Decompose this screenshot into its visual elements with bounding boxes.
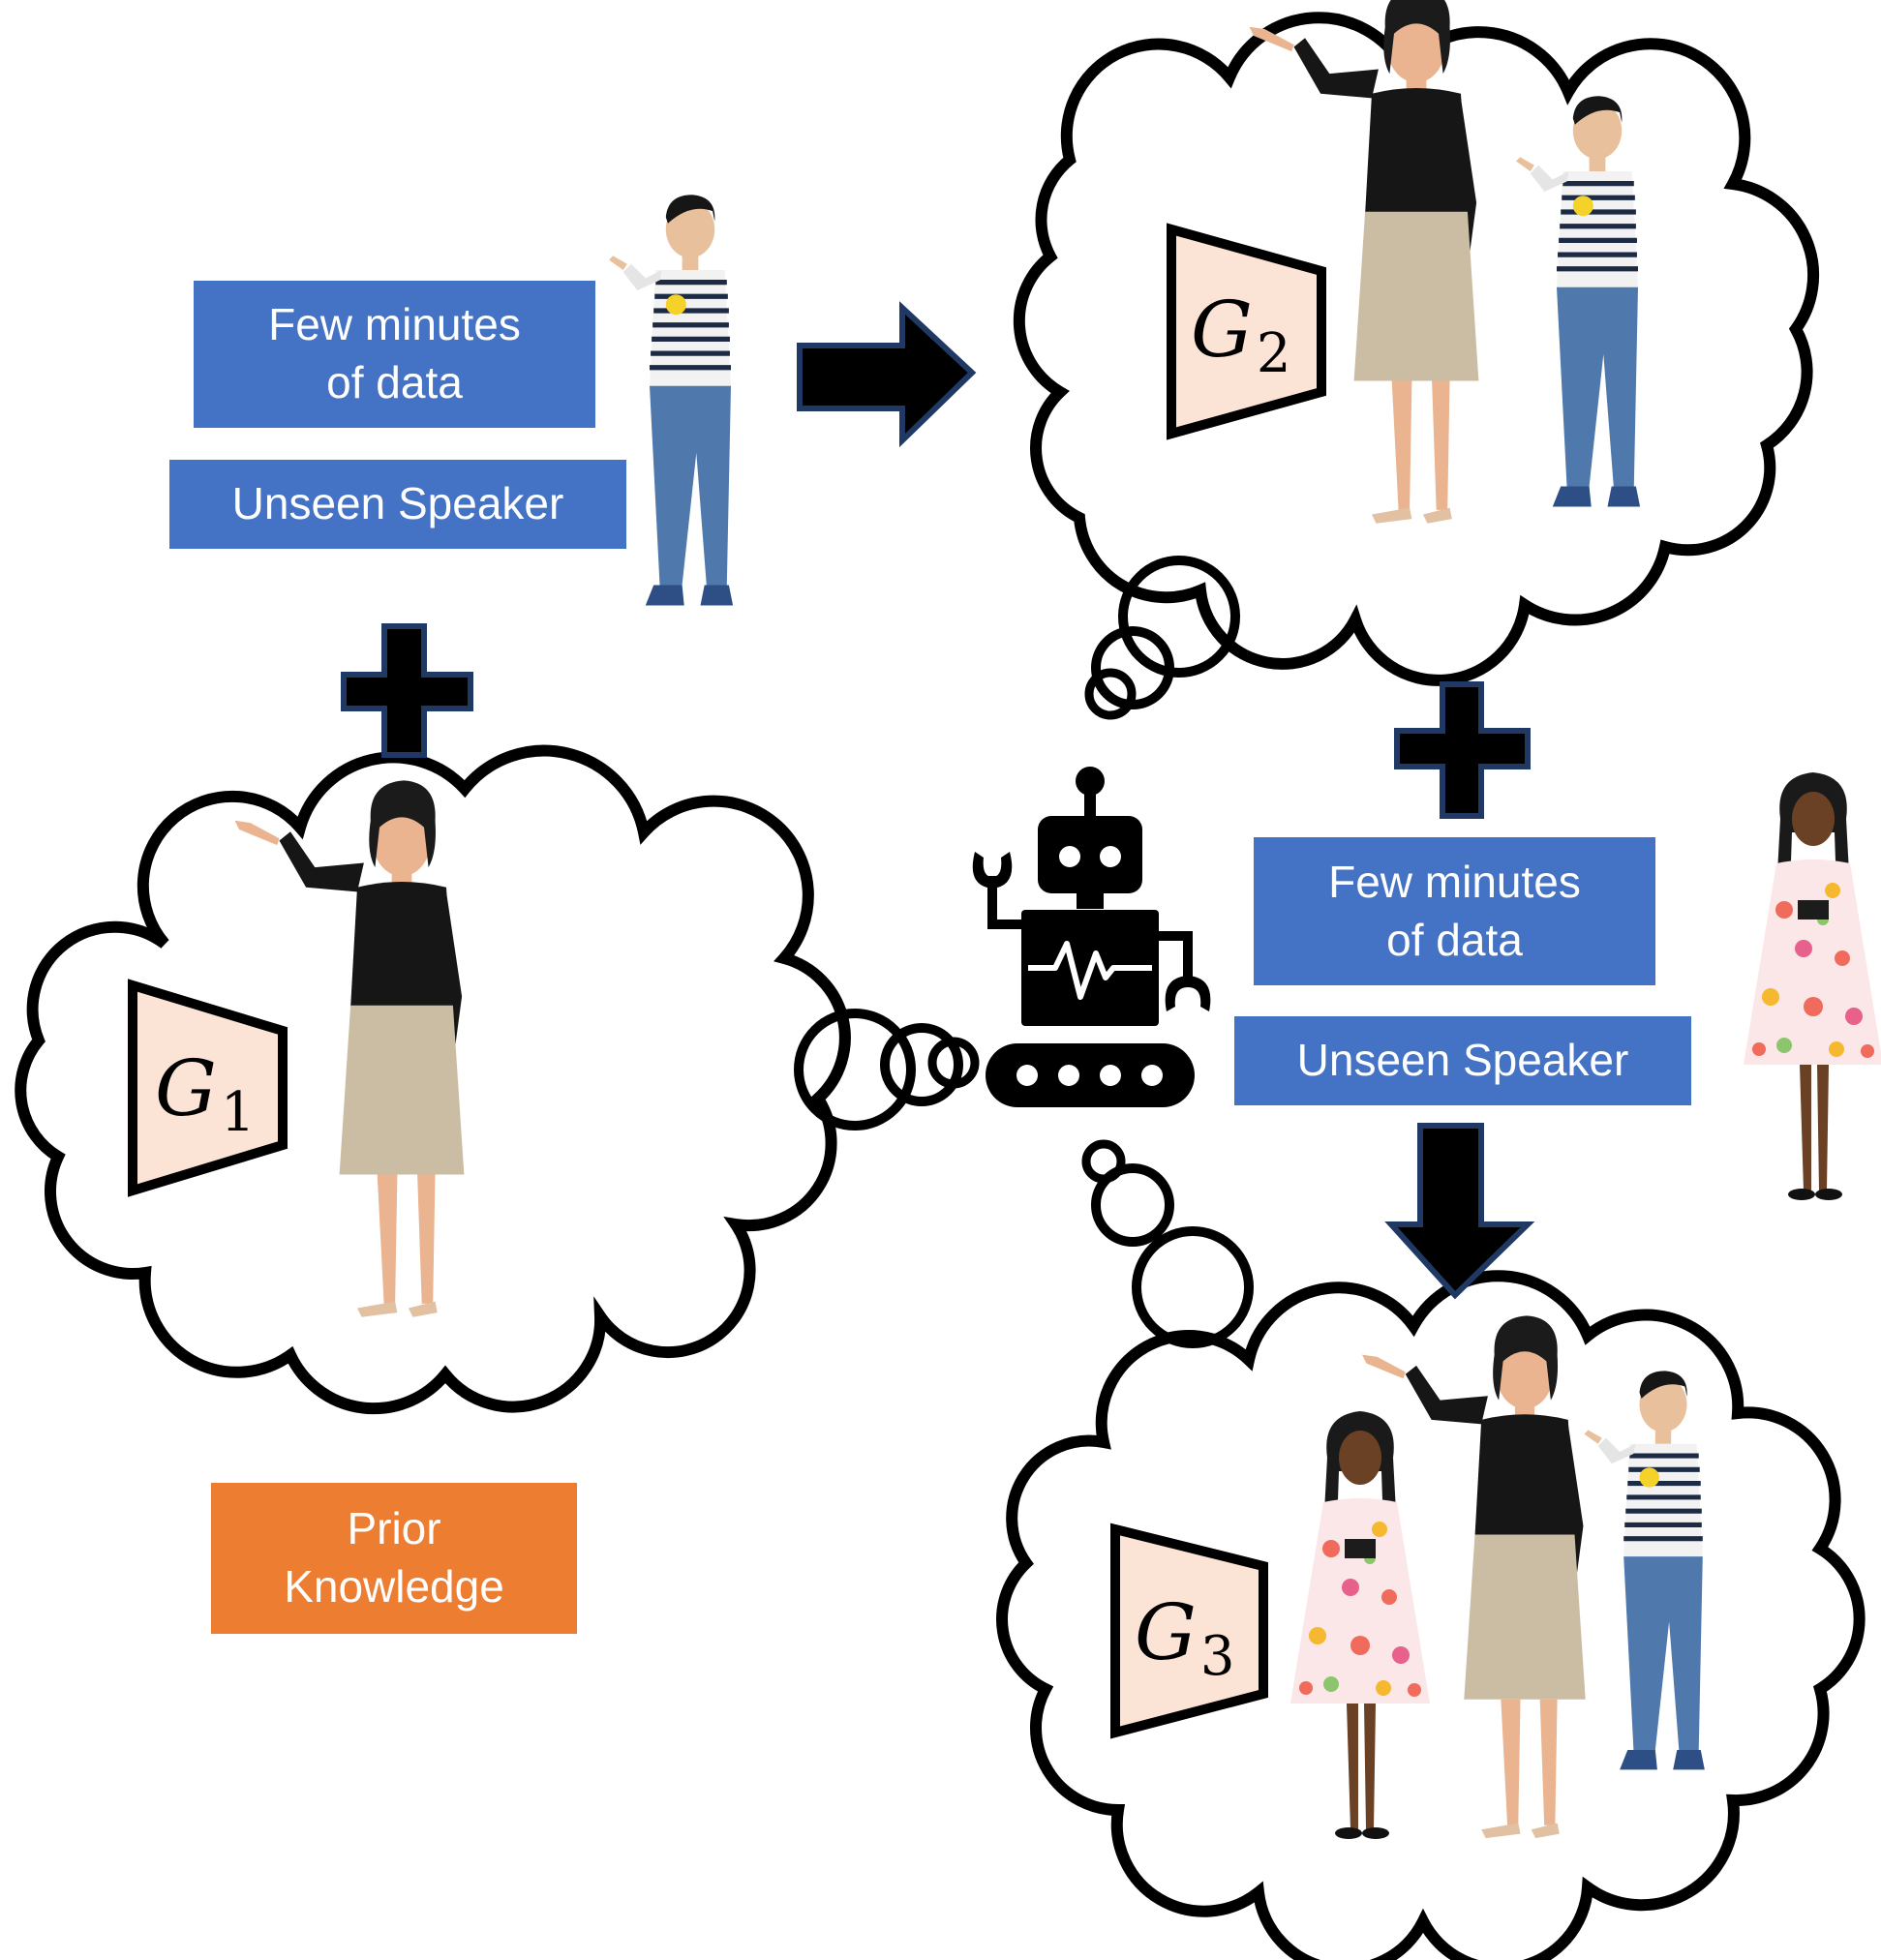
thought-bubble-g2-large	[1118, 556, 1240, 678]
g3-label: G3	[1135, 1587, 1235, 1688]
g1-label: G1	[155, 1043, 256, 1144]
generator-g1	[128, 979, 288, 1197]
prior-knowledge-box: Prior Knowledge	[211, 1483, 577, 1634]
girl-speaker-figure	[1744, 772, 1881, 1200]
few-minutes-label-2: Few minutes of data	[1328, 856, 1581, 965]
g2-label: G2	[1191, 285, 1291, 385]
few-minutes-box-2: Few minutes of data	[1254, 837, 1655, 985]
thought-bubble-g1-large	[794, 1009, 916, 1131]
unseen-speaker-label-1: Unseen Speaker	[231, 478, 564, 529]
plus-icon-right	[1394, 681, 1531, 819]
boy-speaker-figure	[609, 195, 733, 605]
robot-icon	[972, 767, 1211, 1107]
thought-bubble-g3-large	[1132, 1226, 1254, 1348]
unseen-speaker-label-2: Unseen Speaker	[1296, 1035, 1629, 1086]
unseen-speaker-box-1: Unseen Speaker	[169, 460, 626, 549]
generator-g3	[1110, 1523, 1268, 1739]
generator-g2	[1167, 223, 1326, 440]
thought-bubble-g2-small	[1084, 668, 1137, 720]
few-minutes-label-1: Few minutes of data	[268, 299, 521, 407]
right-arrow-icon	[797, 301, 977, 448]
thought-bubble-g1-small	[927, 1037, 980, 1089]
thought-bubble-g3-medium	[1091, 1163, 1174, 1247]
unseen-speaker-box-2: Unseen Speaker	[1234, 1016, 1691, 1105]
prior-knowledge-label: Prior Knowledge	[284, 1503, 504, 1612]
few-minutes-box-1: Few minutes of data	[194, 281, 595, 428]
plus-icon-left	[341, 623, 473, 758]
thought-bubble-g1-medium	[880, 1023, 963, 1106]
thought-bubble-g3-small	[1081, 1139, 1126, 1184]
down-arrow-icon	[1384, 1123, 1535, 1300]
